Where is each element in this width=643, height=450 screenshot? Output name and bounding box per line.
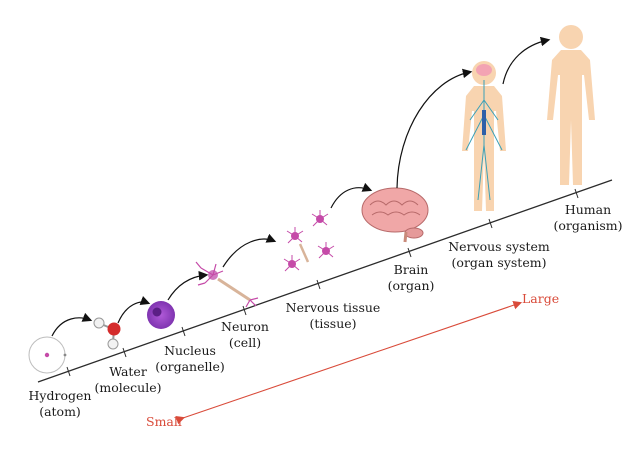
level-name: Water <box>109 364 147 379</box>
level-name: Nucleus <box>164 343 216 358</box>
level-sub: (atom) <box>39 404 81 419</box>
progression-arrows <box>51 36 551 337</box>
level-sub: (organ) <box>388 278 435 293</box>
nucleus-icon <box>147 301 175 329</box>
size-scale-arrow <box>175 300 523 425</box>
level-name: Brain <box>394 262 429 277</box>
brain-icon <box>361 187 429 243</box>
level-labels: Hydrogen (atom) Water (molecule) Nucleus… <box>29 202 623 419</box>
level-name: Neuron <box>221 319 269 334</box>
neuron-icon <box>195 261 259 308</box>
small-label: Small <box>146 414 182 429</box>
level-name: Human <box>565 202 611 217</box>
human-icon <box>547 25 595 185</box>
level-sub: (cell) <box>229 335 261 350</box>
level-sub: (organism) <box>553 218 622 233</box>
level-sub: (organelle) <box>155 359 225 374</box>
nervous-system-icon <box>462 61 506 211</box>
level-sub: (organ system) <box>452 255 547 270</box>
scale-axis <box>37 179 613 383</box>
level-name: Hydrogen <box>29 388 92 403</box>
level-sub: (tissue) <box>309 316 356 331</box>
level-sub: (molecule) <box>95 380 162 395</box>
hydrogen-atom-icon <box>28 336 67 374</box>
water-molecule-icon <box>93 317 121 350</box>
level-name: Nervous tissue <box>286 300 381 315</box>
level-name: Nervous system <box>448 239 550 254</box>
nervous-tissue-icon <box>283 210 335 272</box>
large-label: Large <box>522 291 559 306</box>
